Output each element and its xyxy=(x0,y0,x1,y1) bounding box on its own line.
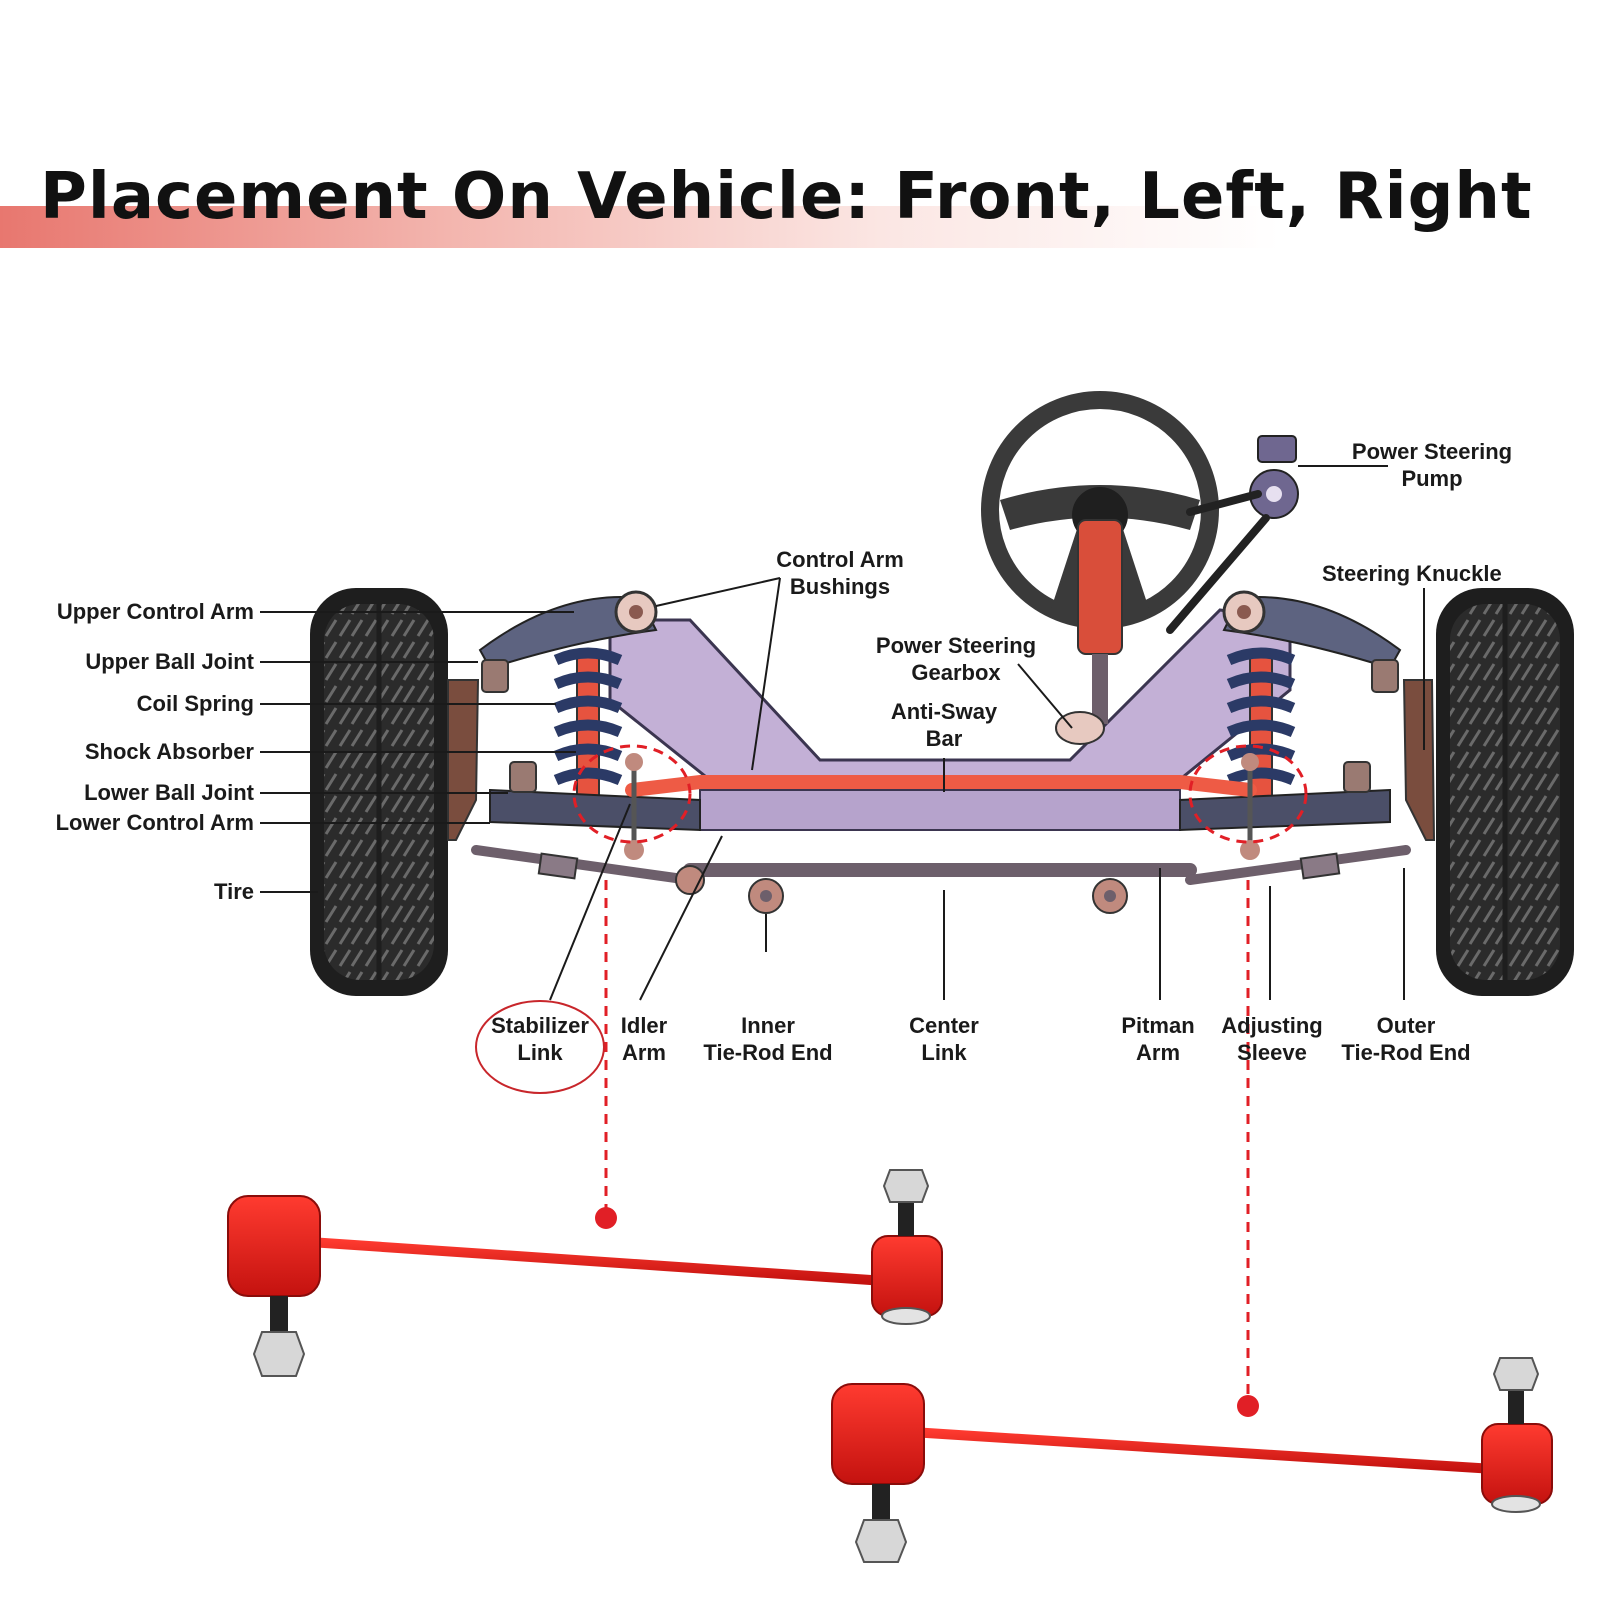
leader-lines xyxy=(260,465,1425,1001)
left-upper-control-arm xyxy=(478,596,658,670)
stabilizer-link-product-2 xyxy=(831,1357,1553,1563)
adjusting-sleeve-left xyxy=(537,852,579,880)
anti-sway-bar xyxy=(625,775,1257,797)
control-arm-bushing-right xyxy=(1222,590,1266,634)
left-coil-spring xyxy=(553,647,623,801)
label-shock-absorber: Shock Absorber xyxy=(84,739,254,764)
power-steering-pump xyxy=(1166,435,1299,634)
right-upper-control-arm xyxy=(1222,596,1402,670)
left-highlight-circle xyxy=(572,744,692,844)
power-steering-gearbox xyxy=(1055,711,1105,745)
right-highlight-circle xyxy=(1188,744,1308,844)
right-drop-dot xyxy=(1237,1395,1259,1417)
label-upper-ball-joint: Upper Ball Joint xyxy=(85,649,254,674)
tie-rod-left xyxy=(471,845,695,885)
right-lower-control-arm xyxy=(1179,788,1391,832)
control-arm-bushing-left xyxy=(614,590,658,634)
label-steering-knuckle: Steering Knuckle xyxy=(1322,561,1502,586)
left-stabilizer-link-small xyxy=(624,753,644,860)
pitman-arm xyxy=(1092,878,1128,914)
left-lower-ball-joint xyxy=(509,761,537,793)
frame-lower-beam xyxy=(699,789,1181,831)
left-drop-dot xyxy=(595,1207,617,1229)
stabilizer-label-circle xyxy=(475,1000,605,1094)
steering-column xyxy=(1077,519,1123,724)
inner-tie-rod-end xyxy=(748,878,784,914)
label-tire: Tire xyxy=(214,879,254,904)
right-stabilizer-link-small xyxy=(1240,753,1260,860)
label-lower-control-arm: Lower Control Arm xyxy=(55,810,254,835)
right-upper-ball-joint xyxy=(1371,659,1399,693)
right-tire xyxy=(1436,588,1574,996)
left-lower-control-arm xyxy=(489,788,701,832)
right-steering-knuckle xyxy=(1402,679,1436,841)
left-upper-ball-joint xyxy=(481,659,509,693)
label-lower-ball-joint: Lower Ball Joint xyxy=(84,780,254,805)
adjusting-sleeve-right xyxy=(1299,852,1341,880)
left-steering-knuckle xyxy=(447,679,480,841)
title-banner xyxy=(0,206,1600,248)
label-upper-control-arm: Upper Control Arm xyxy=(56,599,254,624)
right-lower-ball-joint xyxy=(1343,761,1371,793)
page-title: Placement On Vehicle: Front, Left, Right xyxy=(40,160,1533,234)
stabilizer-link-product-1 xyxy=(227,1169,943,1377)
tie-rod-right xyxy=(1185,845,1411,885)
label-coil-spring: Coil Spring xyxy=(136,691,254,716)
